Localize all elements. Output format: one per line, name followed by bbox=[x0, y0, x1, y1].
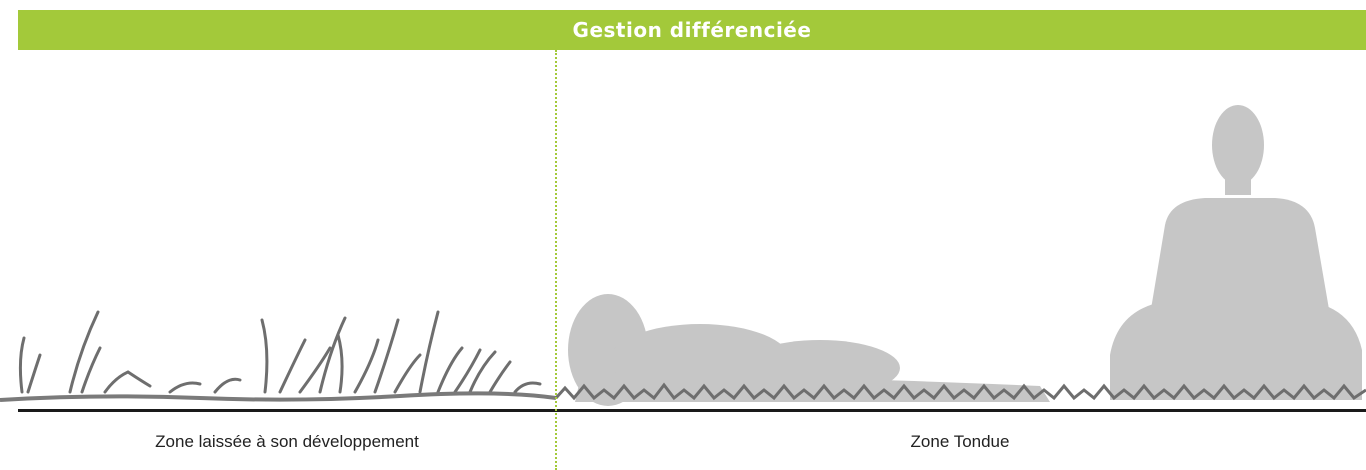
zone-label-left: Zone laissée à son développement bbox=[155, 432, 419, 451]
mowed-grass-illustration bbox=[554, 382, 1366, 401]
lying-person-silhouette bbox=[568, 294, 1050, 406]
illustration-scene bbox=[0, 105, 1366, 412]
sitting-person-silhouette bbox=[1110, 105, 1362, 400]
tall-grass-illustration bbox=[18, 310, 542, 394]
short-grass-left bbox=[0, 391, 557, 402]
header-banner: Gestion différenciée bbox=[18, 10, 1366, 50]
zone-divider bbox=[555, 50, 557, 470]
zone-label-right: Zone Tondue bbox=[910, 432, 1010, 451]
ground-line bbox=[18, 409, 1366, 412]
page-title: Gestion différenciée bbox=[572, 18, 812, 42]
